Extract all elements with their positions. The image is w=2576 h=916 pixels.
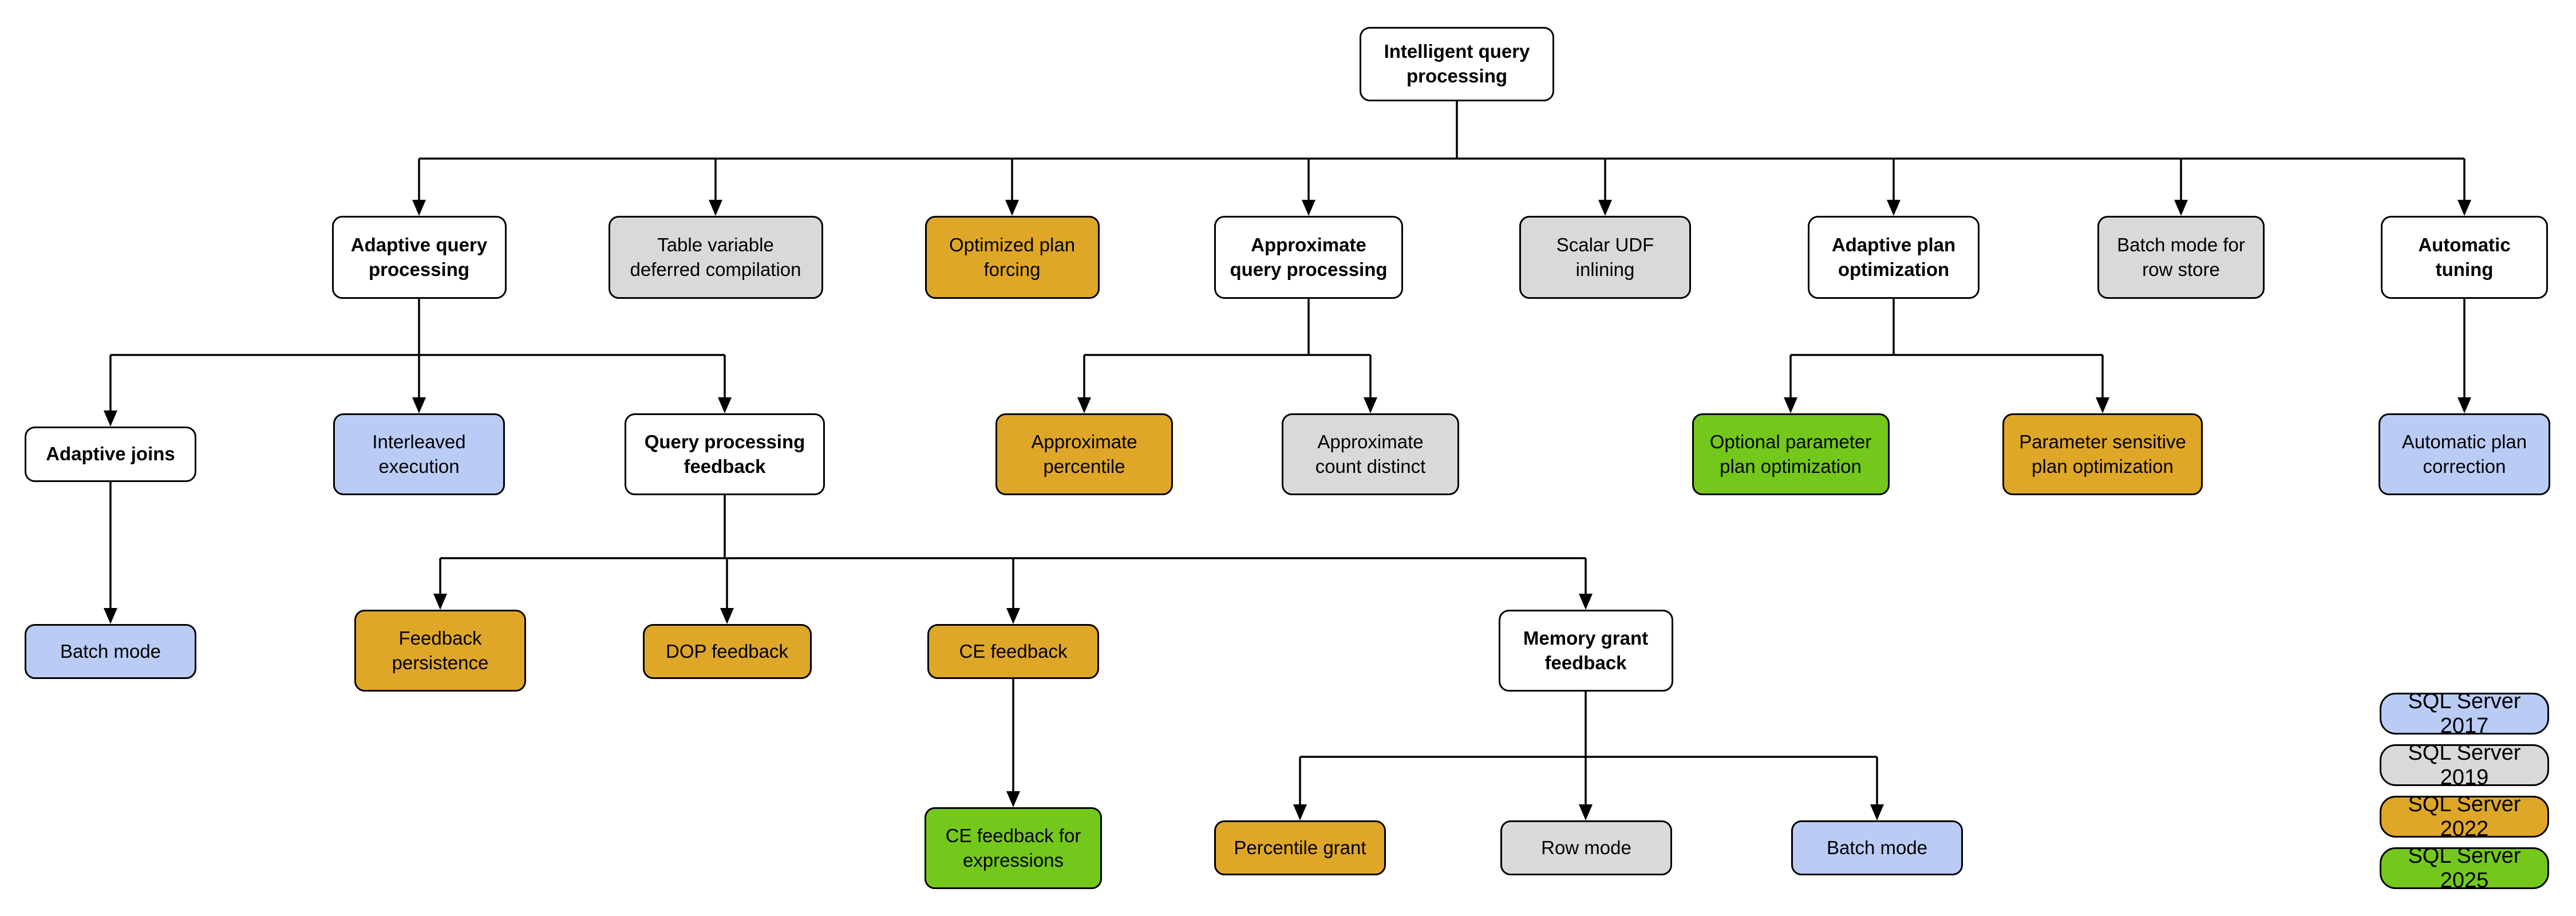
node-optimized-plan-forcing: Optimized plan forcing [924, 216, 1100, 299]
arrowhead-icon [709, 200, 722, 216]
arrowhead-icon [720, 608, 734, 624]
legend-sql-server-2017: SQL Server 2017 [2380, 689, 2549, 738]
arrowhead-icon [1598, 200, 1612, 216]
node-memory-grant-feedback: Memory grant feedback [1498, 610, 1673, 692]
legend-sql-server-2025: SQL Server 2025 [2380, 844, 2549, 893]
arrowhead-icon [1006, 791, 1020, 807]
arrowhead-icon [1364, 397, 1377, 413]
arrowhead-icon [1302, 200, 1315, 216]
arrowhead-icon [1579, 594, 1593, 610]
node-table-variable-deferred-compilation: Table variable deferred compilation [608, 216, 823, 299]
node-adaptive-query-processing: Adaptive query processing [331, 216, 507, 299]
arrowhead-icon [1887, 200, 1901, 216]
node-interleaved-execution: Interleaved execution [333, 413, 505, 495]
arrowhead-icon [2458, 200, 2471, 216]
node-row-mode: Row mode [1500, 820, 1672, 875]
node-batch-mode-for-row-store: Batch mode for row store [2097, 216, 2265, 299]
node-approximate-count-distinct: Approximate count distinct [1282, 413, 1459, 495]
arrowhead-icon [104, 608, 117, 624]
node-automatic-tuning: Automatic tuning [2381, 216, 2548, 299]
legend-sql-server-2019: SQL Server 2019 [2380, 741, 2549, 789]
node-feedback-persistence: Feedback persistence [354, 610, 526, 692]
node-approximate-query-processing: Approximate query processing [1214, 216, 1403, 299]
node-scalar-udf-inlining: Scalar UDF inlining [1519, 216, 1691, 299]
node-intelligent-query-processing: Intelligent query processing [1360, 27, 1554, 101]
node-batch-mode-adaptive-joins: Batch mode [25, 624, 196, 679]
arrowhead-icon [1005, 200, 1019, 216]
arrowhead-icon [1579, 804, 1593, 820]
node-ce-feedback: CE feedback [927, 624, 1099, 679]
node-optional-parameter-plan-optimization: Optional parameter plan optimization [1692, 413, 1890, 495]
arrowhead-icon [1006, 608, 1020, 624]
arrowhead-icon [412, 200, 426, 216]
node-automatic-plan-correction: Automatic plan correction [2379, 413, 2550, 495]
node-batch-mode-memory-grant: Batch mode [1791, 820, 1963, 875]
arrowhead-icon [433, 594, 447, 610]
arrowhead-icon [2174, 200, 2188, 216]
node-approximate-percentile: Approximate percentile [995, 413, 1173, 495]
node-ce-feedback-for-expressions: CE feedback for expressions [924, 807, 1102, 889]
arrowhead-icon [412, 397, 426, 413]
node-adaptive-joins: Adaptive joins [25, 427, 196, 482]
arrowhead-icon [2458, 397, 2471, 413]
arrowhead-icon [2096, 397, 2109, 413]
legend-sql-server-2022: SQL Server 2022 [2380, 792, 2549, 841]
node-percentile-grant: Percentile grant [1214, 820, 1386, 875]
node-query-processing-feedback: Query processing feedback [625, 413, 825, 495]
arrowhead-icon [718, 397, 732, 413]
node-parameter-sensitive-plan-optimization: Parameter sensitive plan optimization [2002, 413, 2203, 495]
arrowhead-icon [1293, 804, 1307, 820]
arrowhead-icon [1077, 397, 1091, 413]
arrowhead-icon [1870, 804, 1884, 820]
arrowhead-icon [104, 410, 117, 427]
node-adaptive-plan-optimization: Adaptive plan optimization [1808, 216, 1980, 299]
arrowhead-icon [1784, 397, 1797, 413]
node-dop-feedback: DOP feedback [642, 624, 812, 679]
